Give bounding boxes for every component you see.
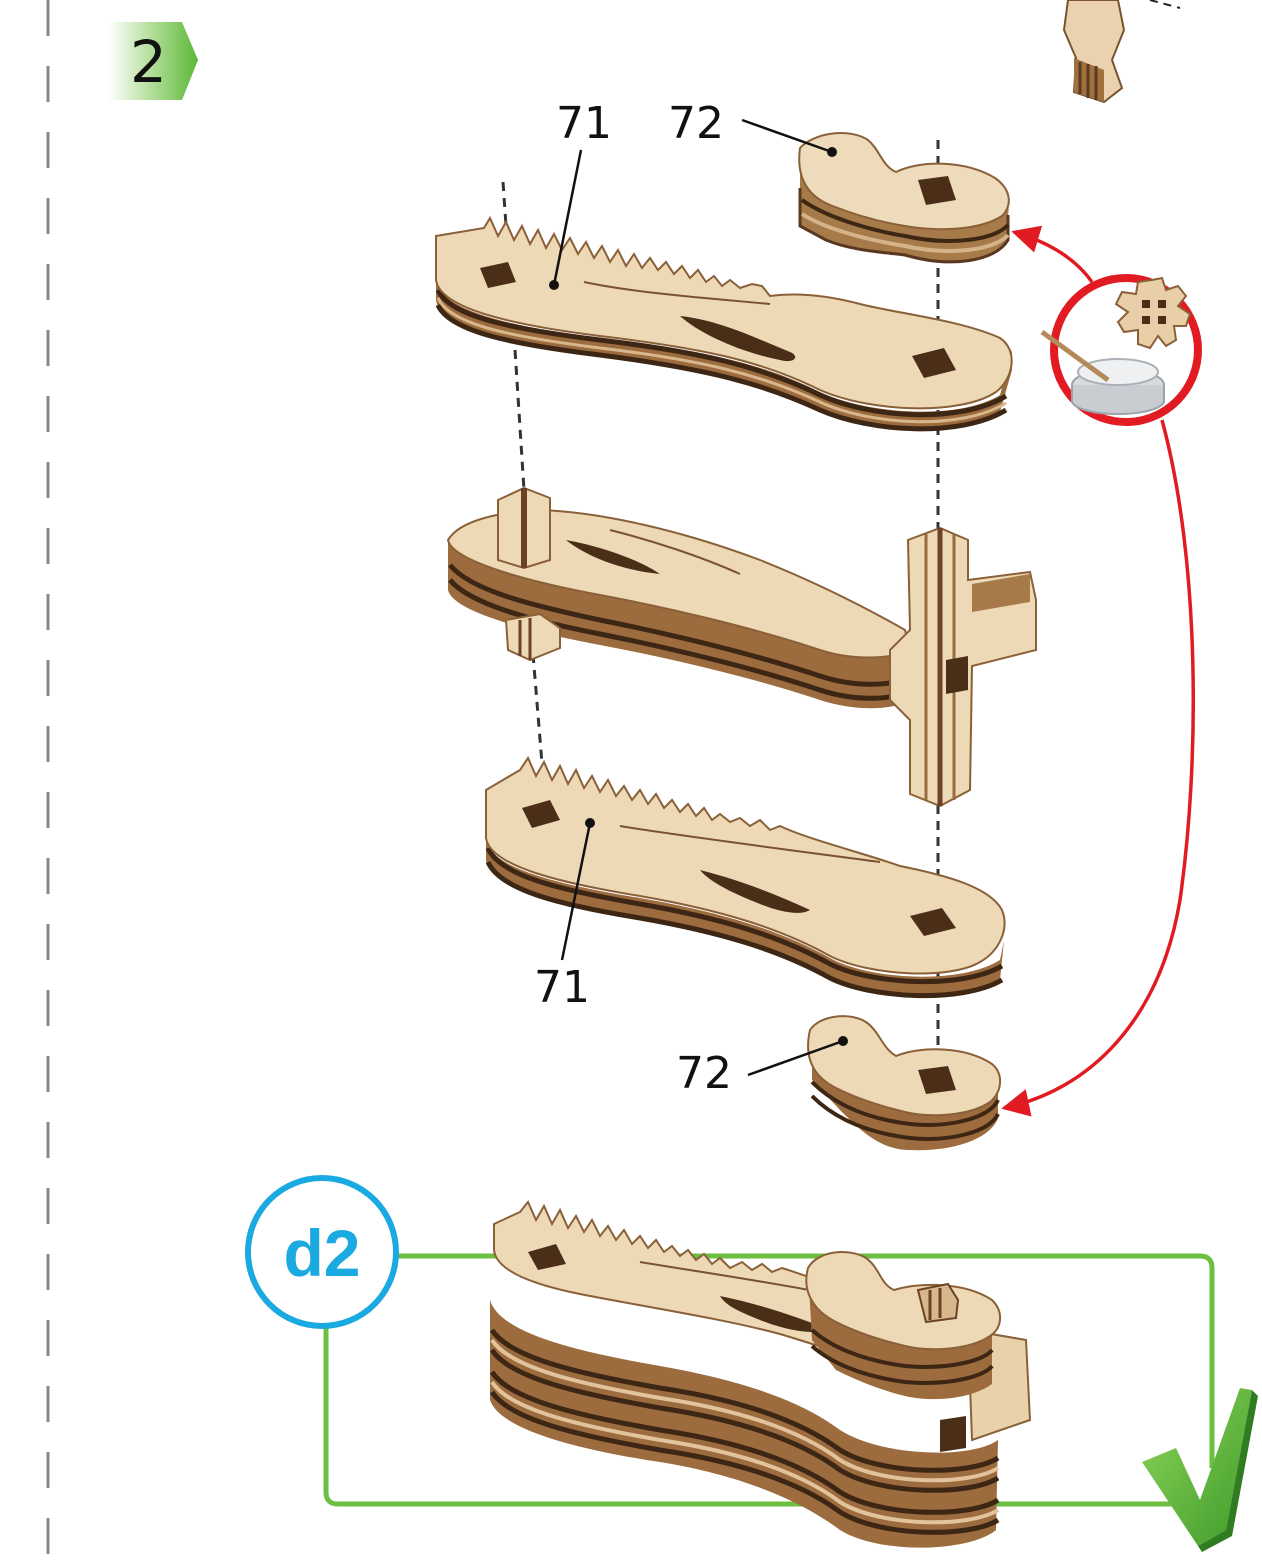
part-label-71-bottom: 71 xyxy=(534,962,590,1013)
subassembly-id-badge: d2 xyxy=(245,1175,399,1329)
step-number: 2 xyxy=(130,28,167,96)
step-badge: 2 xyxy=(108,22,198,100)
part-label-71-top: 71 xyxy=(556,98,612,149)
part-71-top xyxy=(435,215,1013,432)
label-leader-lines xyxy=(552,118,844,1077)
subassembly-frame xyxy=(323,1253,1215,1507)
part-middle-bridge xyxy=(446,486,1037,808)
part-71-bottom xyxy=(485,755,1006,999)
glue-arrows xyxy=(1001,225,1196,1117)
part-label-72-bottom: 72 xyxy=(676,1048,732,1099)
glue-pot-with-gear-icon xyxy=(1040,274,1202,426)
partial-part-previous-step xyxy=(1062,0,1181,104)
part-72-top xyxy=(798,132,1010,264)
checkmark-icon xyxy=(1142,1388,1258,1552)
subassembly-id: d2 xyxy=(283,1216,360,1290)
part-label-72-top: 72 xyxy=(668,98,724,149)
part-72-bottom xyxy=(807,1015,1001,1151)
assembled-subassembly-d2 xyxy=(489,1200,1032,1548)
gear-icon xyxy=(1114,276,1192,350)
